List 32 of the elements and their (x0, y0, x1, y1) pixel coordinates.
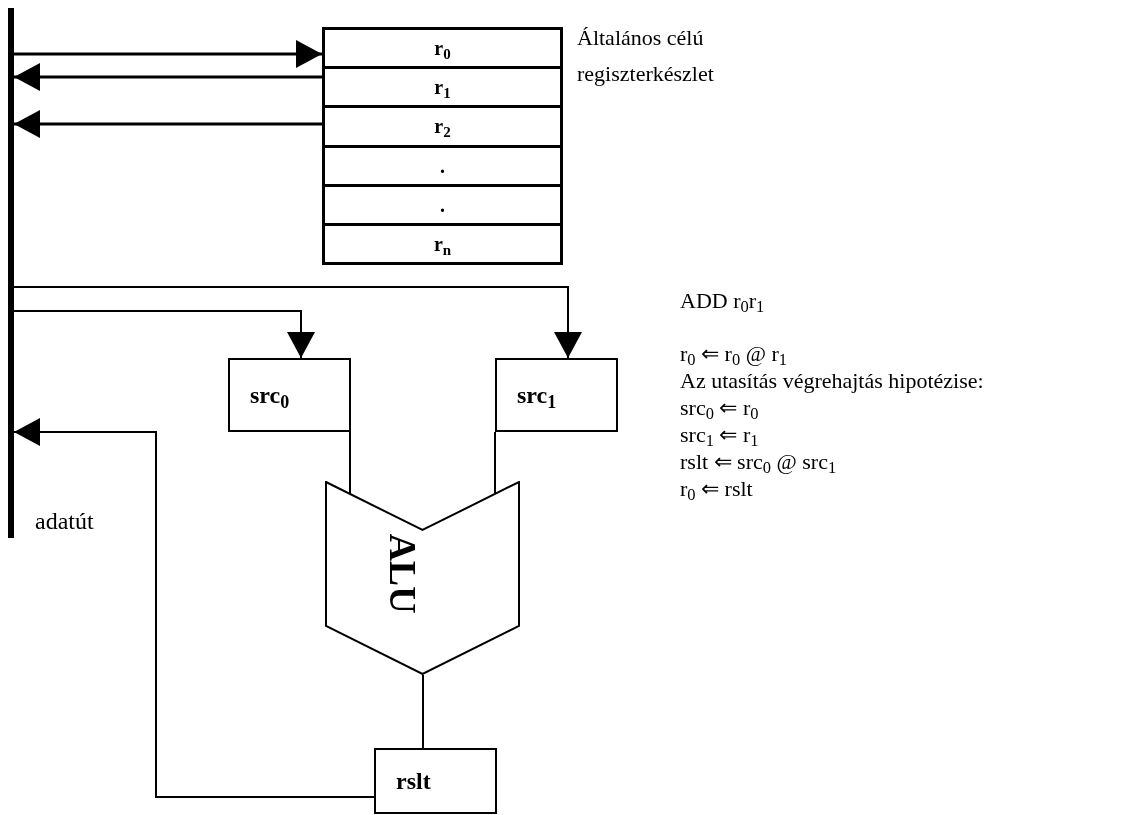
instruction-text: r$_{0}$ ⇐ rslt (680, 475, 754, 502)
instruction-text: rslt ⇐ src$_{0}$ @ src$_{1}$ (680, 448, 838, 475)
register-file-title: Általános célú regiszterkészlet (577, 24, 715, 88)
alu-shape (325, 481, 520, 675)
register-name: r$_{1}$ (434, 75, 451, 103)
register-name: r$_{n}$ (433, 231, 452, 259)
instruction-text: Az utasítás végrehajtás hipotézise: (680, 367, 985, 394)
arrow (13, 286, 582, 359)
arrow (14, 40, 322, 68)
arrow (13, 418, 375, 798)
register-name: src$_{0}$ (250, 381, 290, 413)
register-name: . (440, 192, 445, 218)
arrow (14, 110, 322, 138)
instruction-text: ADD r$_{0}$r$_{1}$ (680, 287, 766, 314)
register-name: src$_{1}$ (517, 381, 557, 413)
instruction-text: src$_{1}$ ⇐ r$_{1}$ (680, 421, 760, 448)
register-name: rslt (396, 767, 431, 796)
register-box (495, 358, 618, 432)
connector-line (494, 431, 496, 495)
register-name: . (440, 153, 445, 179)
bus-label: adatút (35, 507, 94, 536)
alu-label: ALU (381, 532, 425, 614)
arrow (14, 63, 322, 91)
register-name: r$_{2}$ (434, 114, 451, 142)
instruction-text: src$_{0}$ ⇐ r$_{0}$ (680, 394, 760, 421)
register-box (228, 358, 351, 432)
arrow (13, 310, 315, 359)
connector-line (349, 431, 351, 495)
register-name: r$_{0}$ (434, 36, 451, 64)
instruction-text: r$_{0}$ ⇐ r$_{0}$ @ r$_{1}$ (680, 340, 788, 367)
connector-line (422, 673, 424, 749)
register-box (374, 748, 497, 814)
